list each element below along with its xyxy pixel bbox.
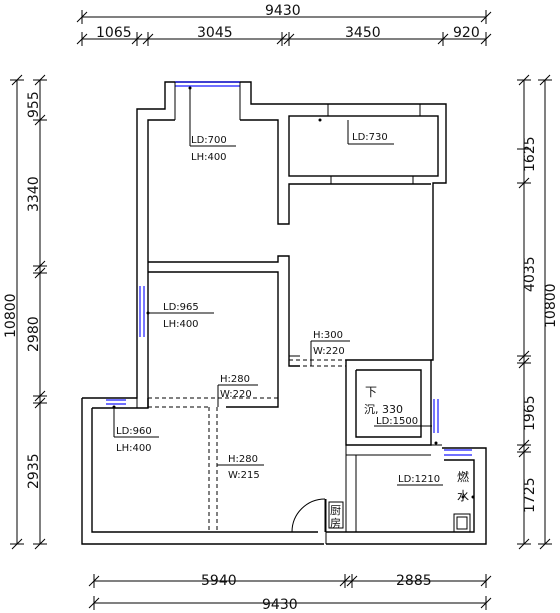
opening3-h: H:280	[228, 454, 258, 465]
room1-ld: LD:700	[191, 135, 227, 146]
top-seg-1: 1065	[96, 25, 132, 41]
room3-lh: LH:400	[163, 319, 199, 330]
room2-annotation: LD:730	[347, 120, 394, 145]
room4-lh: LH:400	[116, 443, 152, 454]
left-seg-4: 2935	[26, 453, 42, 489]
windows	[106, 286, 472, 456]
right-dimensions: 1625 4035 1965 1725 10800	[517, 74, 559, 550]
range-hood-char-2: 房	[330, 517, 341, 530]
opening1-annotation: H:300 W:220	[310, 330, 350, 366]
sunken-ld: LD:1500	[376, 416, 418, 427]
opening1-h: H:300	[313, 330, 343, 341]
opening3-w: W:215	[228, 470, 260, 481]
gas-label-1: 燃	[457, 469, 469, 484]
walls	[81, 81, 487, 545]
top-seg-2: 3045	[197, 25, 233, 41]
range-hood-label: 厨 房	[328, 501, 344, 530]
top-seg-3: 3450	[345, 25, 381, 41]
room2-ld: LD:730	[352, 132, 388, 143]
left-seg-3: 2980	[26, 316, 42, 352]
sunken-mark: 下	[365, 385, 377, 399]
kitchen-ld: LD:1210	[398, 474, 440, 485]
room4-annotation: LD:960 LH:400	[113, 407, 159, 454]
room3-ld: LD:965	[163, 302, 199, 313]
sunken-annotation: 下 沉, 330 LD:1500	[364, 385, 432, 427]
opening3-annotation: H:280 W:215	[217, 454, 264, 481]
bottom-dimensions: 5940 2885 9430	[88, 573, 492, 613]
left-total-dimension: 10800	[3, 293, 19, 338]
entry-door	[291, 498, 327, 544]
kitchen-annotation: LD:1210 燃 水	[397, 469, 469, 503]
opening2-w: W:220	[220, 389, 252, 400]
room1-annotation: LD:700 LH:400	[189, 88, 236, 163]
left-seg-1: 955	[26, 91, 42, 118]
top-seg-4: 920	[453, 25, 480, 41]
gas-label-2: 水	[457, 489, 469, 503]
bottom-seg-2: 2885	[396, 573, 432, 589]
opening1-w: W:220	[313, 346, 345, 357]
range-hood-char-1: 厨	[330, 504, 341, 517]
sunken-text: 沉, 330	[364, 403, 403, 416]
top-dimensions: 9430 1065 3045 3450 920	[76, 3, 492, 46]
top-total-dimension: 9430	[265, 3, 301, 19]
bottom-seg-1: 5940	[201, 573, 237, 589]
right-seg-4: 1725	[522, 477, 538, 513]
bottom-total-dimension: 9430	[262, 597, 298, 613]
opening2-annotation: H:280 W:220	[217, 374, 258, 407]
sink-icon	[453, 513, 471, 533]
room1-lh: LH:400	[191, 152, 227, 163]
room4-ld: LD:960	[116, 426, 152, 437]
left-seg-2: 3340	[26, 176, 42, 212]
left-dimensions: 10800 955 3340 2980 2935	[3, 74, 47, 550]
room3-annotation: LD:965 LH:400	[148, 302, 214, 330]
right-seg-3: 1965	[522, 395, 538, 431]
opening2-h: H:280	[220, 374, 250, 385]
right-seg-2: 4035	[522, 256, 538, 292]
right-total-dimension: 10800	[543, 283, 559, 328]
right-seg-1: 1625	[522, 136, 538, 172]
